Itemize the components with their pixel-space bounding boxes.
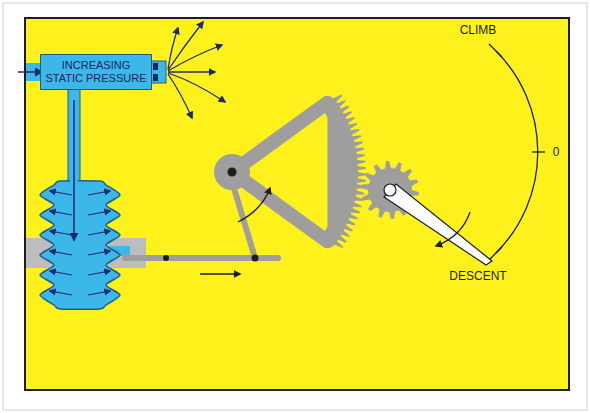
flow-arrow xyxy=(73,100,75,240)
pivot-pin xyxy=(163,255,169,261)
scale-tick xyxy=(532,151,545,152)
motion-arrow xyxy=(200,273,240,274)
node-text: INCREASING STATIC PRESSURE xyxy=(45,59,147,85)
pointer-needle xyxy=(384,184,492,265)
sector-gear xyxy=(214,95,366,249)
calibrated-leak xyxy=(150,61,166,83)
scale-tick xyxy=(489,247,502,260)
scale-tick xyxy=(489,44,502,57)
flow-arrow xyxy=(18,71,42,73)
calibrated-leak xyxy=(153,63,158,70)
scale-label: DESCENT xyxy=(449,269,506,283)
scale-label: CLIMB xyxy=(460,23,497,37)
sector-pivot xyxy=(228,168,237,177)
instrument-case xyxy=(25,18,569,390)
static-pipe xyxy=(70,100,78,250)
link-rod xyxy=(125,255,278,261)
leak-arrows xyxy=(168,22,225,118)
dial-scale xyxy=(496,51,538,253)
motion-arrow xyxy=(238,188,270,222)
scale-label: 0 xyxy=(553,145,560,159)
calibrated-leak xyxy=(153,74,158,81)
outer-frame xyxy=(3,3,587,410)
pivot-pin xyxy=(252,255,259,262)
motion-arrow xyxy=(436,212,470,246)
pressure-chamber: INCREASING STATIC PRESSURE xyxy=(40,54,152,90)
diaphragm-capsule xyxy=(40,181,120,310)
pointer-hub xyxy=(384,184,396,196)
pressure-arrows xyxy=(50,191,110,295)
